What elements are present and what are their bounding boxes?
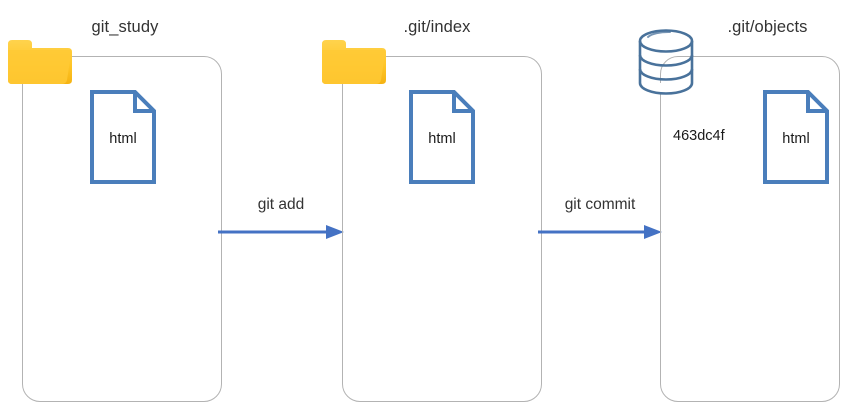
- area-title-git-objects: .git/objects: [727, 18, 808, 36]
- file-icon-html: html: [407, 89, 477, 185]
- database-icon: [636, 28, 696, 96]
- file-icon-html: html: [88, 89, 158, 185]
- container-git-study: [22, 56, 222, 402]
- object-hash-label: 463dc4f: [673, 128, 725, 144]
- container-git-index: [342, 56, 542, 402]
- file-icon-html: html: [761, 89, 831, 185]
- area-title-git-study: git_study: [91, 18, 159, 36]
- container-git-objects: [660, 56, 840, 402]
- folder-icon: [6, 36, 72, 88]
- folder-icon: [320, 36, 386, 88]
- arrow-label-git-add: git add: [257, 196, 305, 213]
- arrow-git-add: git add: [218, 196, 344, 240]
- area-title-git-index: .git/index: [403, 18, 471, 36]
- arrow-git-commit: git commit: [538, 196, 662, 240]
- arrow-label-git-commit: git commit: [564, 196, 636, 213]
